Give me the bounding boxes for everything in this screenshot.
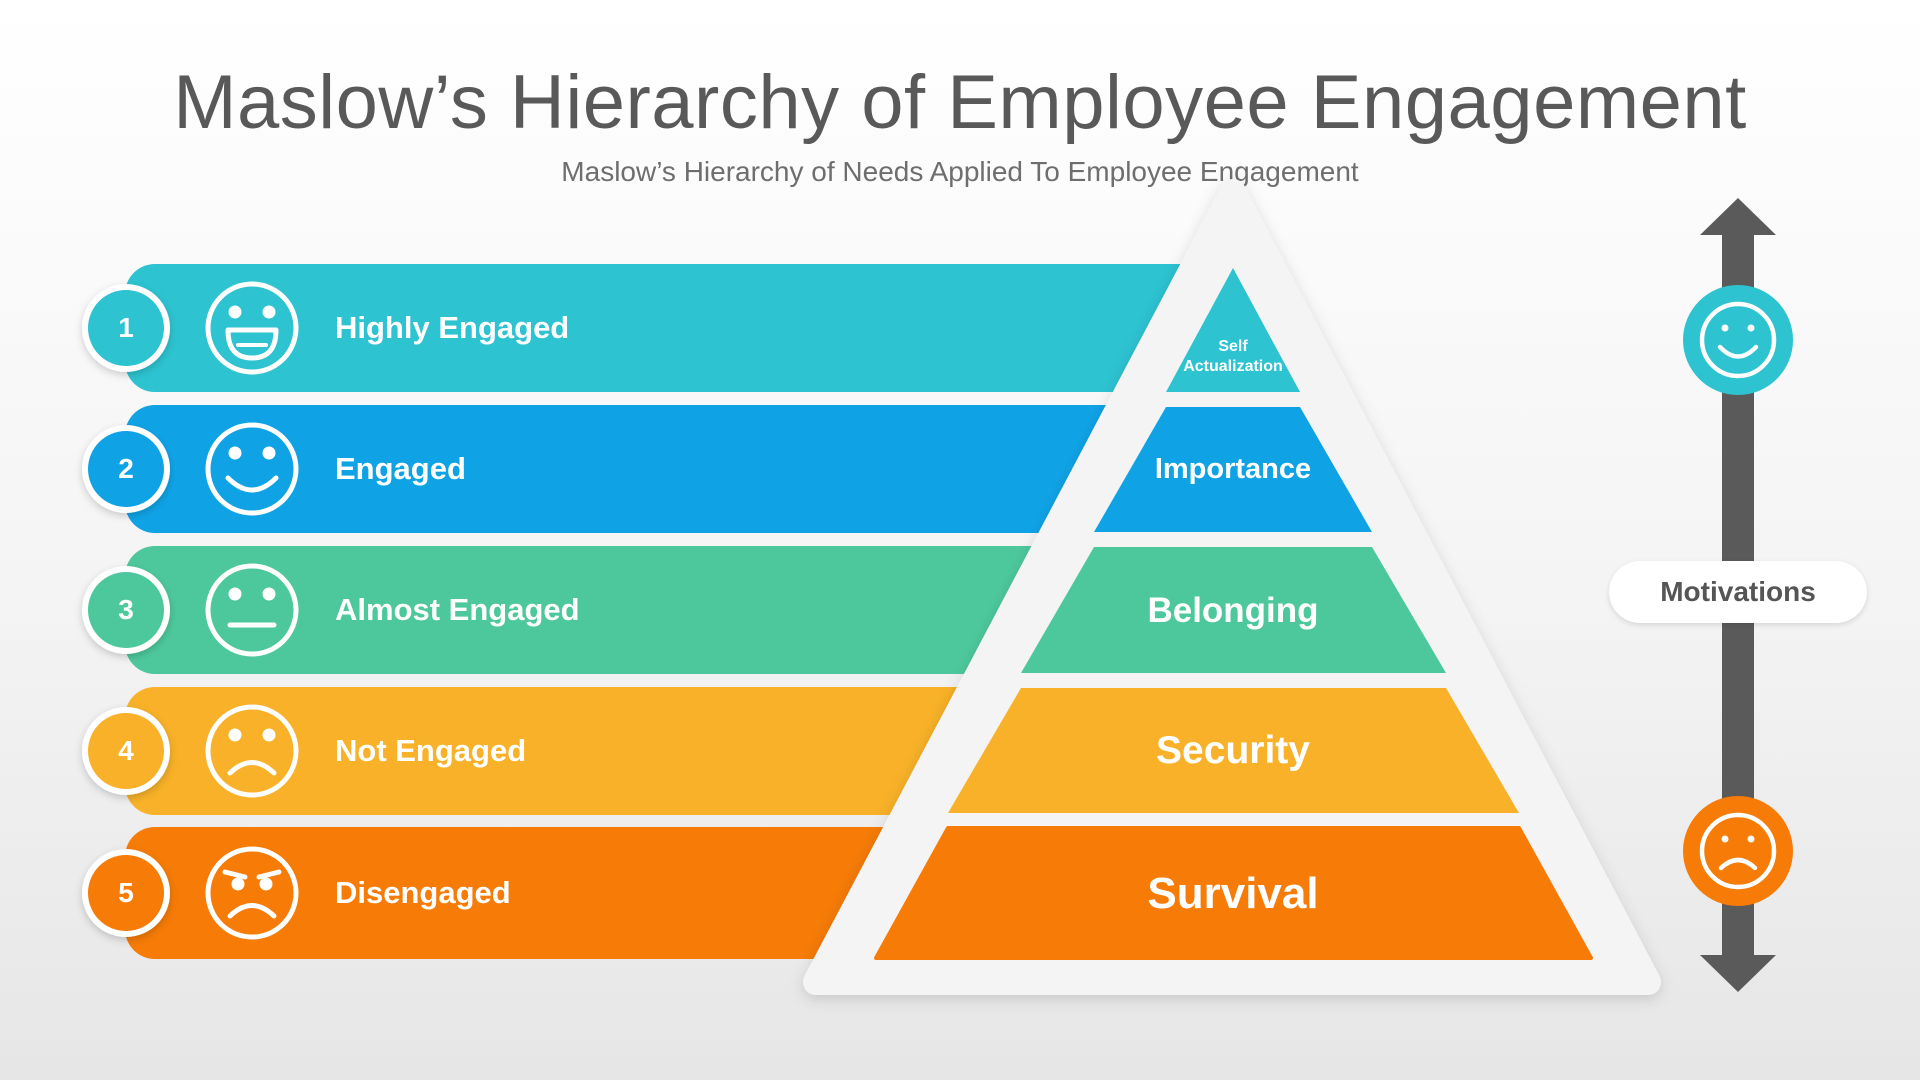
very-happy-face-icon [205,281,299,375]
pyramid-tier-2 [1094,407,1372,532]
page-title: Maslow’s Hierarchy of Employee Engagemen… [173,60,1747,145]
motivation-happy-face-icon [1683,285,1793,395]
motivations-badge: Motivations [1609,561,1867,623]
tier-label-survival: Survival [1147,869,1319,918]
number-4: 4 [118,735,134,766]
number-3: 3 [118,594,134,625]
pyramid-tier-4 [948,688,1519,813]
tier-label-self-actualization: Self Actualization [1033,337,1433,377]
tier-label-importance: Importance [1154,453,1312,485]
row-label-4: Not Engaged [335,733,527,768]
band-1 [125,264,1215,392]
row-label-2: Engaged [335,451,466,486]
band-2 [125,405,1215,533]
number-badge-5 [82,849,170,937]
row-label-1: Highly Engaged [335,310,570,345]
number-badge-1 [82,284,170,372]
row-label-5: Disengaged [335,875,511,910]
happy-face-icon [205,422,299,516]
tier-label-belonging: Belonging [1147,591,1319,630]
band-3 [125,546,1215,674]
tier-label-text: Self Actualization [1183,338,1283,375]
number-1: 1 [118,312,134,343]
angry-face-icon [205,846,299,940]
pyramid-tier-5 [874,826,1593,960]
pyramid-tier-3 [1021,547,1446,673]
sad-face-icon [205,704,299,798]
tier-label-security: Security [1156,729,1310,772]
number-badge-3 [82,566,170,654]
neutral-face-icon [205,563,299,657]
row-label-3: Almost Engaged [335,592,580,627]
number-badge-4 [82,707,170,795]
number-badge-2 [82,425,170,513]
pyramid-tier-1 [1166,268,1300,392]
motivations-label: Motivations [1660,576,1816,607]
motivation-sad-face-icon [1683,796,1793,906]
number-2: 2 [118,453,134,484]
number-5: 5 [118,877,134,908]
